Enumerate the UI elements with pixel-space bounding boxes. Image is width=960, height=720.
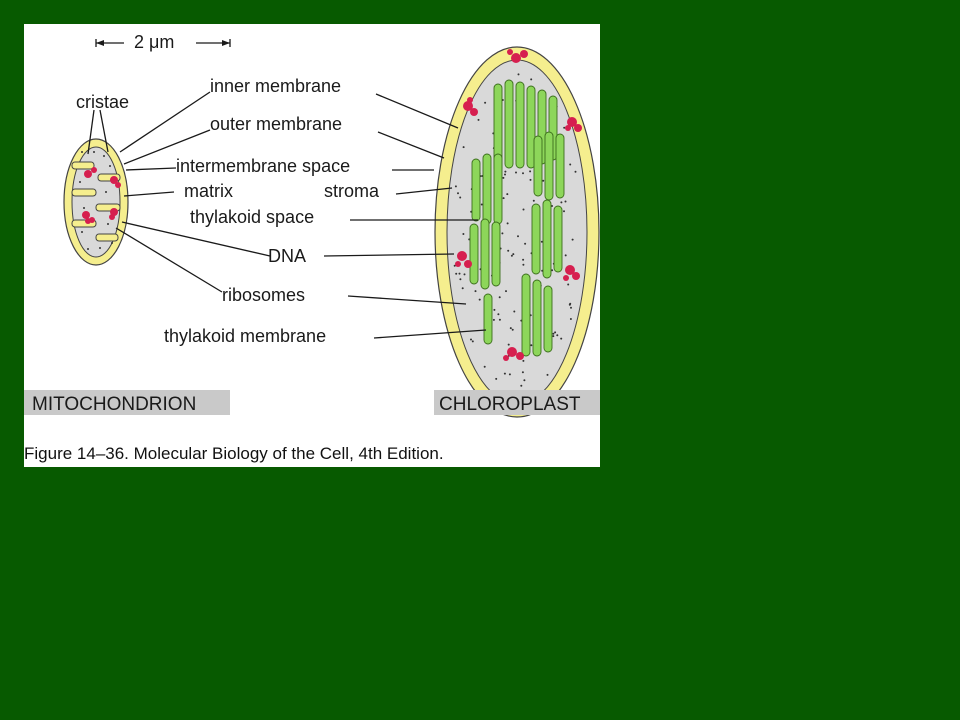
label-ribosomes: ribosomes (222, 285, 305, 305)
chloroplast-caption-bar (434, 390, 600, 415)
scale-bar-label: 2 μm (134, 32, 174, 52)
label-stroma: stroma (324, 181, 380, 201)
mitochondrion-drawing (63, 138, 129, 266)
label-inner-membrane: inner membrane (210, 76, 341, 96)
label-outer-membrane: outer membrane (210, 114, 342, 134)
label-matrix: matrix (184, 181, 233, 201)
diagram-canvas: 2 μm (24, 32, 600, 463)
chloroplast-drawing (434, 46, 600, 418)
scale-bar: 2 μm (95, 32, 231, 52)
caption-chloroplast: CHLOROPLAST (439, 394, 581, 415)
caption-mitochondrion: MITOCHONDRION (32, 394, 196, 415)
label-intermembrane-space: intermembrane space (176, 156, 350, 176)
leader-lines (87, 91, 487, 339)
label-thylakoid-space: thylakoid space (190, 207, 314, 227)
figure-source: Figure 14–36. Molecular Biology of the C… (24, 444, 444, 463)
organelle-figure: 2 μm (24, 24, 600, 467)
mitochondrion-caption-bar (24, 390, 230, 415)
label-cristae: cristae (76, 92, 129, 112)
label-thylakoid-membrane: thylakoid membrane (164, 326, 326, 346)
label-dna: DNA (268, 246, 306, 266)
